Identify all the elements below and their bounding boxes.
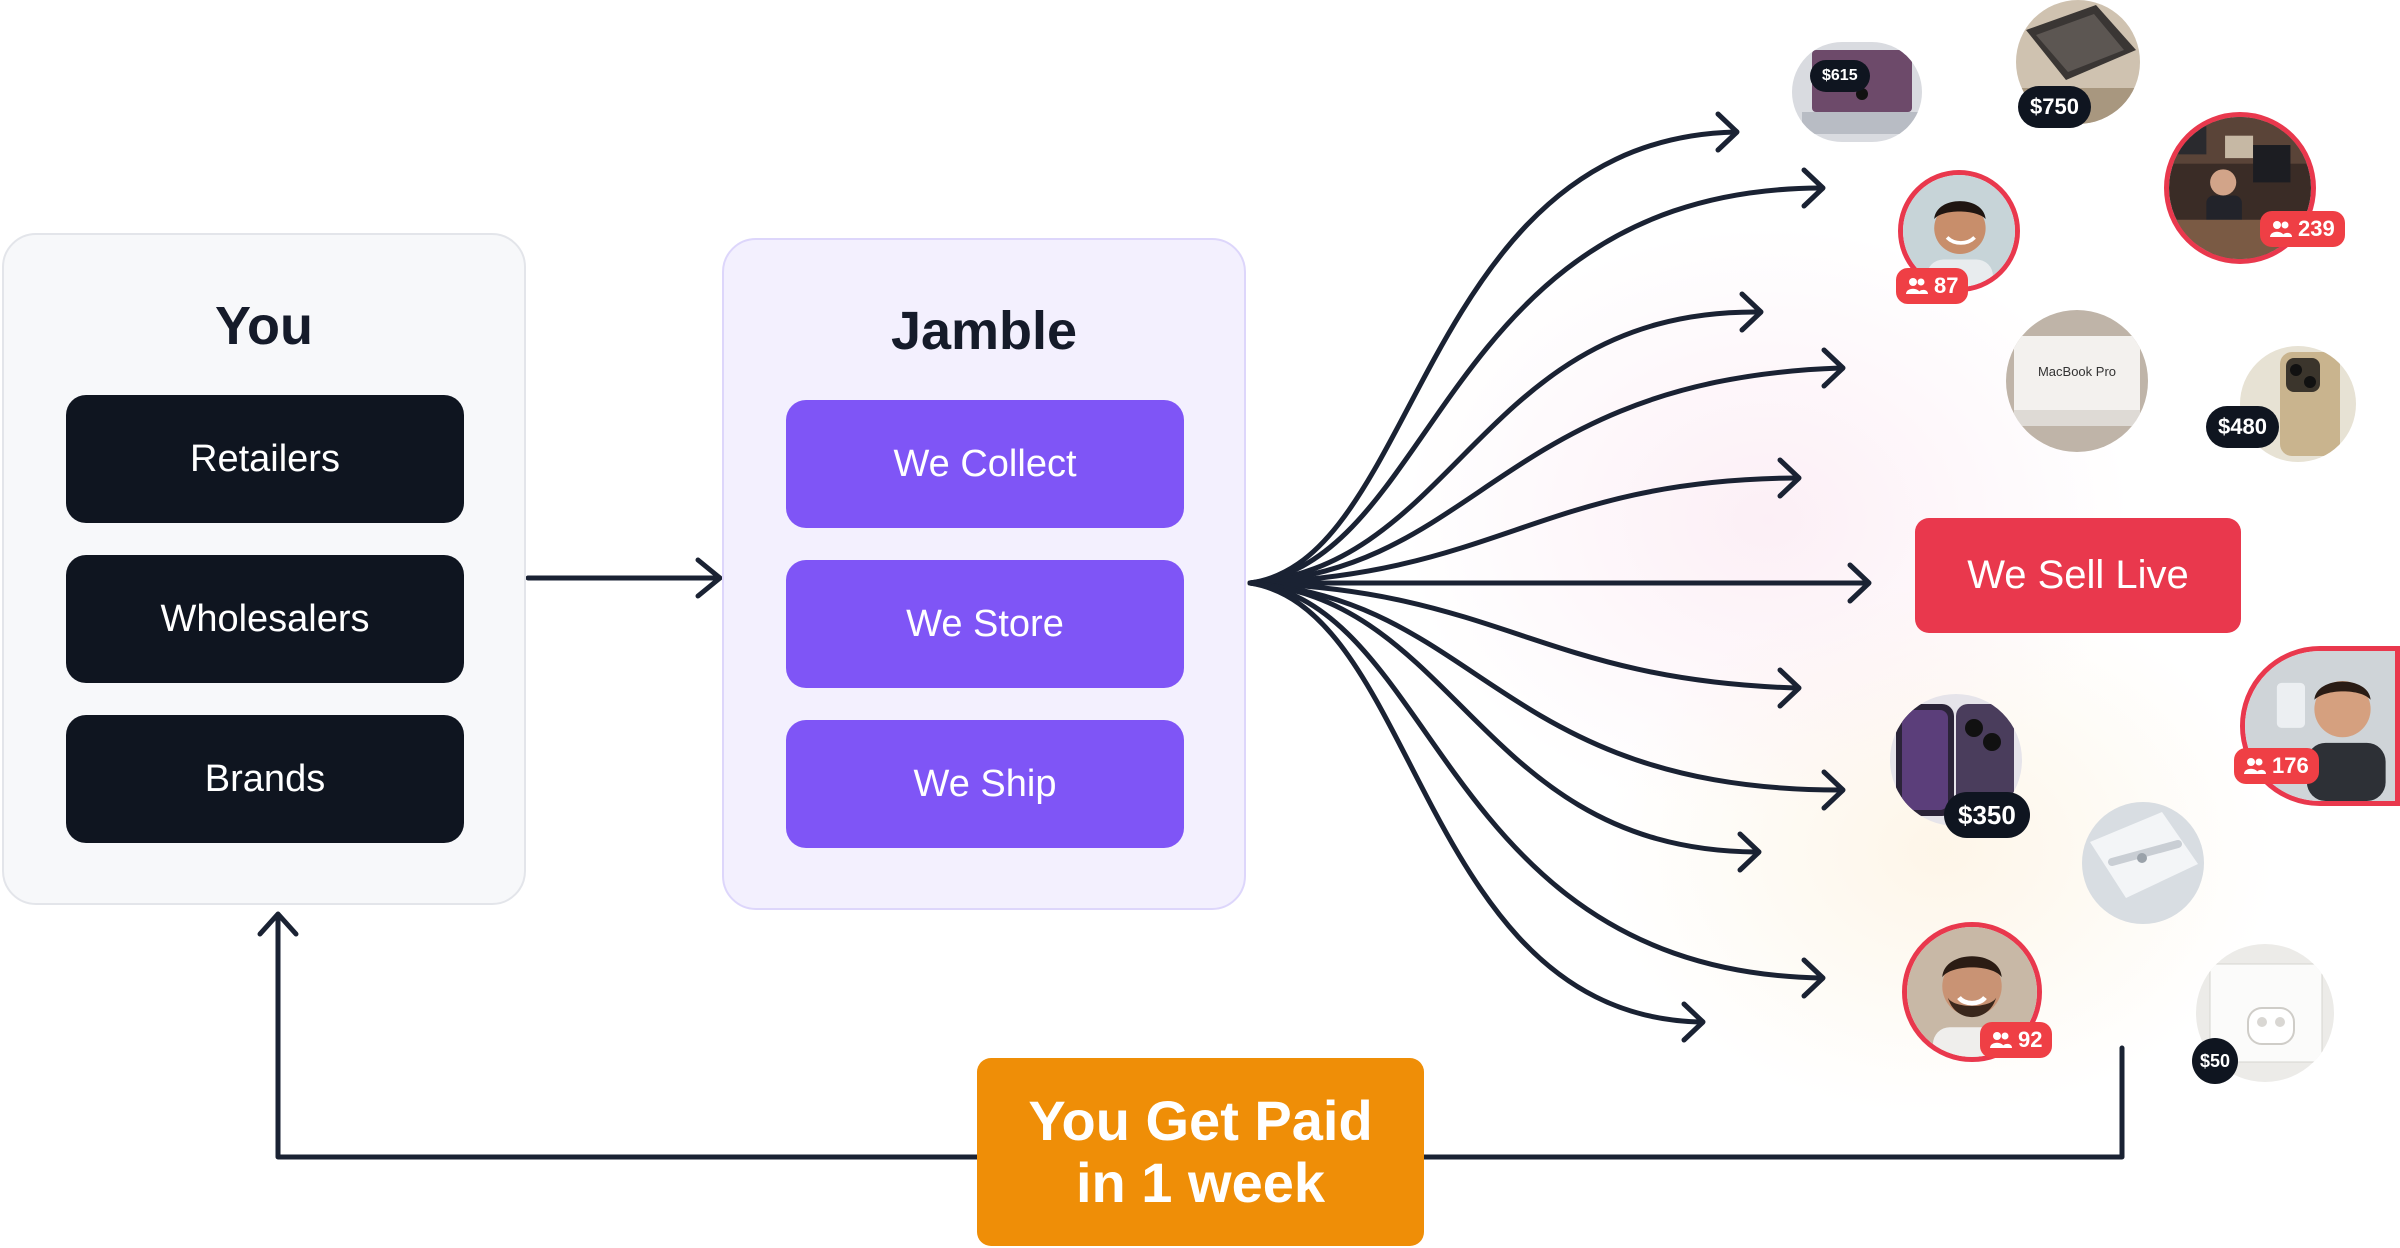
viewer-count-239: 239 [2260,211,2345,247]
fan-curve-3 [1247,309,1761,586]
fan-curve-4 [1247,365,1843,586]
macbook-box-thumbnail: MacBook Pro [2006,310,2148,452]
airpods-thumbnail [2196,944,2334,1082]
box-label: MacBook Pro [2038,364,2116,379]
price-tag-50: $50 [2192,1038,2238,1084]
fan-curve-2 [1247,185,1823,586]
viewer-count-87: 87 [1896,268,1969,304]
fan-curve-11 [1247,580,1703,1025]
viewers-icon [1906,278,1928,294]
paid-line-2: in 1 week [1075,1151,1326,1214]
you-title: You [215,296,313,356]
fan-curve-1 [1247,129,1738,586]
phone-purple-thumbnail [1890,694,2022,826]
viewer-count-176: 176 [2234,748,2319,784]
fan-curve-7 [1247,580,1799,691]
price-tag-480: $480 [2206,406,2279,448]
retailers-pill: Retailers [66,395,464,523]
we-sell-live-badge: We Sell Live [1915,518,2241,633]
you-to-jamble-arrowhead [695,557,723,599]
you-get-paid-badge: You Get Paid in 1 week [977,1058,1424,1246]
we-collect-pill: We Collect [786,400,1184,528]
price-tag-615: $615 [1810,60,1870,92]
fan-curve-5 [1247,475,1799,586]
fan-curve-10 [1247,580,1823,981]
viewers-icon [2244,758,2266,774]
jamble-panel: Jamble We Collect We Store We Ship [722,238,1246,910]
wholesalers-pill: Wholesalers [66,555,464,683]
pencil-thumbnail [2082,802,2204,924]
price-tag-750: $750 [2018,86,2091,128]
you-panel: You Retailers Wholesalers Brands [2,233,526,905]
price-tag-350: $350 [1944,792,2030,838]
fan-curve-9 [1247,580,1759,855]
laptop-open-thumbnail [1792,42,1922,142]
we-ship-pill: We Ship [786,720,1184,848]
brands-pill: Brands [66,715,464,843]
viewers-icon [1990,1032,2012,1048]
viewers-icon [2270,221,2292,237]
seller-avatar-2 [2240,646,2400,806]
fan-curve-8 [1247,580,1843,793]
payment-loop-arrowhead [257,911,299,937]
viewer-count-92: 92 [1980,1022,2053,1058]
jamble-title: Jamble [890,301,1078,361]
paid-line-1: You Get Paid [1028,1089,1373,1152]
we-store-pill: We Store [786,560,1184,688]
